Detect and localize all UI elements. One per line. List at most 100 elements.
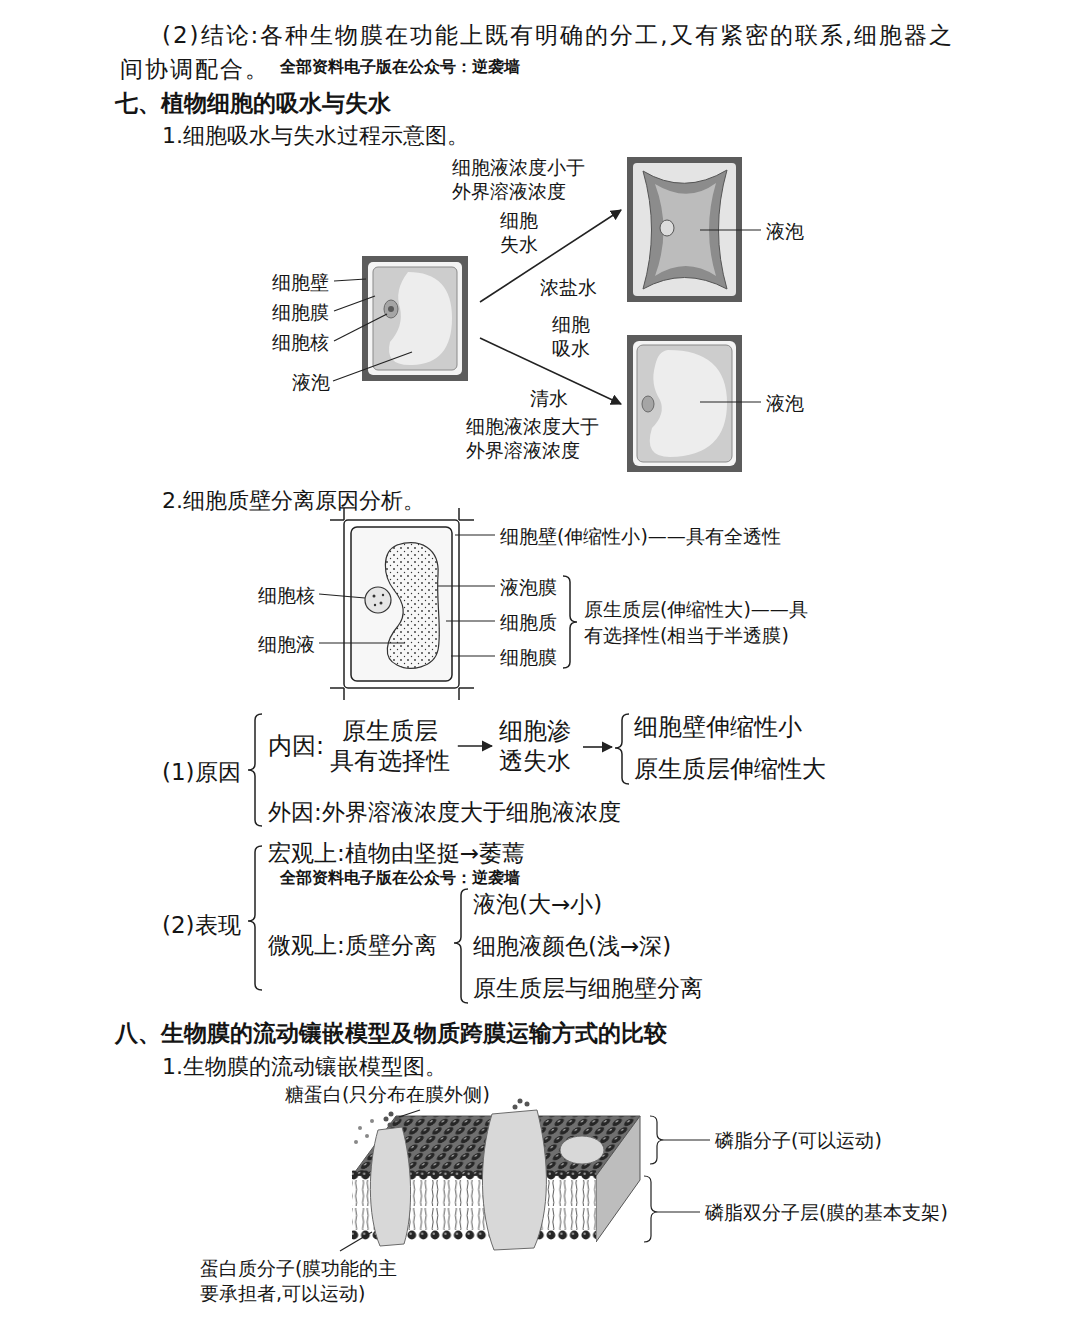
part-label: 液泡膜 [500,575,557,600]
leader-line [334,314,387,341]
node-text: 原生质层 具有选择性 [328,716,453,776]
section-heading: 八、生物膜的流动镶嵌模型及物质跨膜运输方式的比较 [115,1018,667,1048]
arrow-label: 细胞 失水 [496,208,542,256]
nucleus [365,587,391,613]
nucleus [384,300,398,318]
vacuole [650,350,727,457]
figure-title: 1.细胞吸水与失水过程示意图。 [162,121,469,150]
neighbour-walls [330,508,474,700]
part-label: 磷脂双分子层(膜的基本支架) [705,1200,948,1224]
chromatin-dot [374,604,376,606]
cell-membrane [351,527,452,681]
chromatin-dot [382,594,384,596]
sugar-chain [525,1102,530,1107]
leader-line [340,1232,372,1251]
leader-line [455,534,495,535]
watermark: 全部资料电子版在公众号：逆袭墙 [280,869,520,887]
protein [370,1127,410,1246]
condition-note: 细胞液浓度大于 外界溶液浓度 [466,414,605,462]
protein [560,1136,604,1164]
symptom-item: 原生质层与细胞壁分离 [473,973,703,1003]
flow-arrow [458,745,492,747]
cause-step: 原生质层 具有选择性 [326,716,455,776]
section-heading: 七、植物细胞的吸水与失水 [115,88,391,118]
arrow-label: 清水 [530,386,568,411]
nucleus [642,396,654,412]
cell-wall-outer [344,520,459,688]
part-label: 液泡 [766,219,804,244]
leader-line [319,594,365,598]
category-label: 内因: [268,731,324,761]
leader-line [438,585,495,586]
chromatin-dot [380,602,383,605]
leader-line [319,642,405,643]
leader-lines [333,230,761,402]
category-label: (1)原因 [162,757,241,787]
nucleolus [388,306,394,312]
leader-lines [319,535,495,656]
arrow-label: 细胞 吸水 [548,312,594,360]
cause-text: 外因:外界溶液浓度大于细胞液浓度 [268,797,621,827]
brace [248,846,262,990]
stray-molecule [358,1126,362,1130]
leader-line [334,279,366,281]
figure-title: 2.细胞质壁分离原因分析。 [162,486,425,515]
leader-line [700,401,761,402]
protein [482,1110,546,1250]
leader-line [333,352,412,381]
result-arrow [583,746,612,748]
membrane-side [596,1116,640,1242]
category-label: (2)表现 [162,910,241,940]
part-label: 磷脂分子(可以运动) [715,1128,882,1152]
part-label: 细胞液 [258,632,315,657]
symptom-item: 液泡(大→小) [473,889,602,919]
cause-step: 细胞渗 透失水 [495,716,576,776]
part-label: 细胞壁 [272,270,329,295]
condition-note: 细胞液浓度小于 外界溶液浓度 [452,155,591,203]
cytoplasm [637,345,732,462]
part-label: 液泡 [766,391,804,416]
chromatin-dot [373,595,376,598]
cell-frame [627,335,742,472]
leader-line [664,1139,710,1140]
brace [248,714,262,826]
watermark: 全部资料电子版在公众号：逆袭墙 [280,57,520,77]
part-label: 细胞膜 [500,645,557,670]
stray-molecule [370,1119,374,1123]
bracket [644,1176,658,1242]
stray-molecule [354,1140,358,1144]
part-label: 细胞核 [258,583,315,608]
brace [615,714,629,784]
part-label: 细胞膜 [272,300,329,325]
leader-lines [340,1110,710,1251]
symptom-text: 宏观上:植物由坚挺→萎蔫 [268,838,525,868]
part-label: 液泡 [292,370,330,395]
cytoplasm [373,267,457,370]
result-text: 原生质层伸缩性大 [634,754,826,784]
leader-line [658,1211,700,1212]
nucleus [660,220,674,236]
arrow-label: 浓盐水 [540,275,597,300]
leader-line [334,296,375,311]
part-label: 蛋白质分子(膜功能的主要承担者,可以运动) [200,1256,405,1306]
sugar-chain [389,1112,394,1117]
brace [454,889,468,1003]
membrane-model [352,1099,640,1251]
result-text: 细胞壁伸缩性小 [634,712,802,742]
leader-line [451,655,495,656]
cell-structure-figure [330,508,474,700]
part-label: 细胞壁(伸缩性小)——具有全透性 [500,524,781,549]
vacuole [389,272,452,365]
leader-line [700,229,761,230]
sugar-chain [513,1105,518,1110]
node-text: 细胞渗 透失水 [497,716,574,776]
leader-line [446,620,495,621]
symptom-item: 细胞液颜色(浅→深) [473,931,671,961]
bracket [650,1116,664,1164]
vacuole [385,543,439,668]
part-label: 原生质层(伸缩性大)——具有选择性(相当于半透膜) [584,596,816,648]
part-label: 糖蛋白(只分布在膜外侧) [285,1082,490,1107]
symptom-text: 微观上:质壁分离 [268,930,437,960]
cell-turgid [627,335,742,472]
